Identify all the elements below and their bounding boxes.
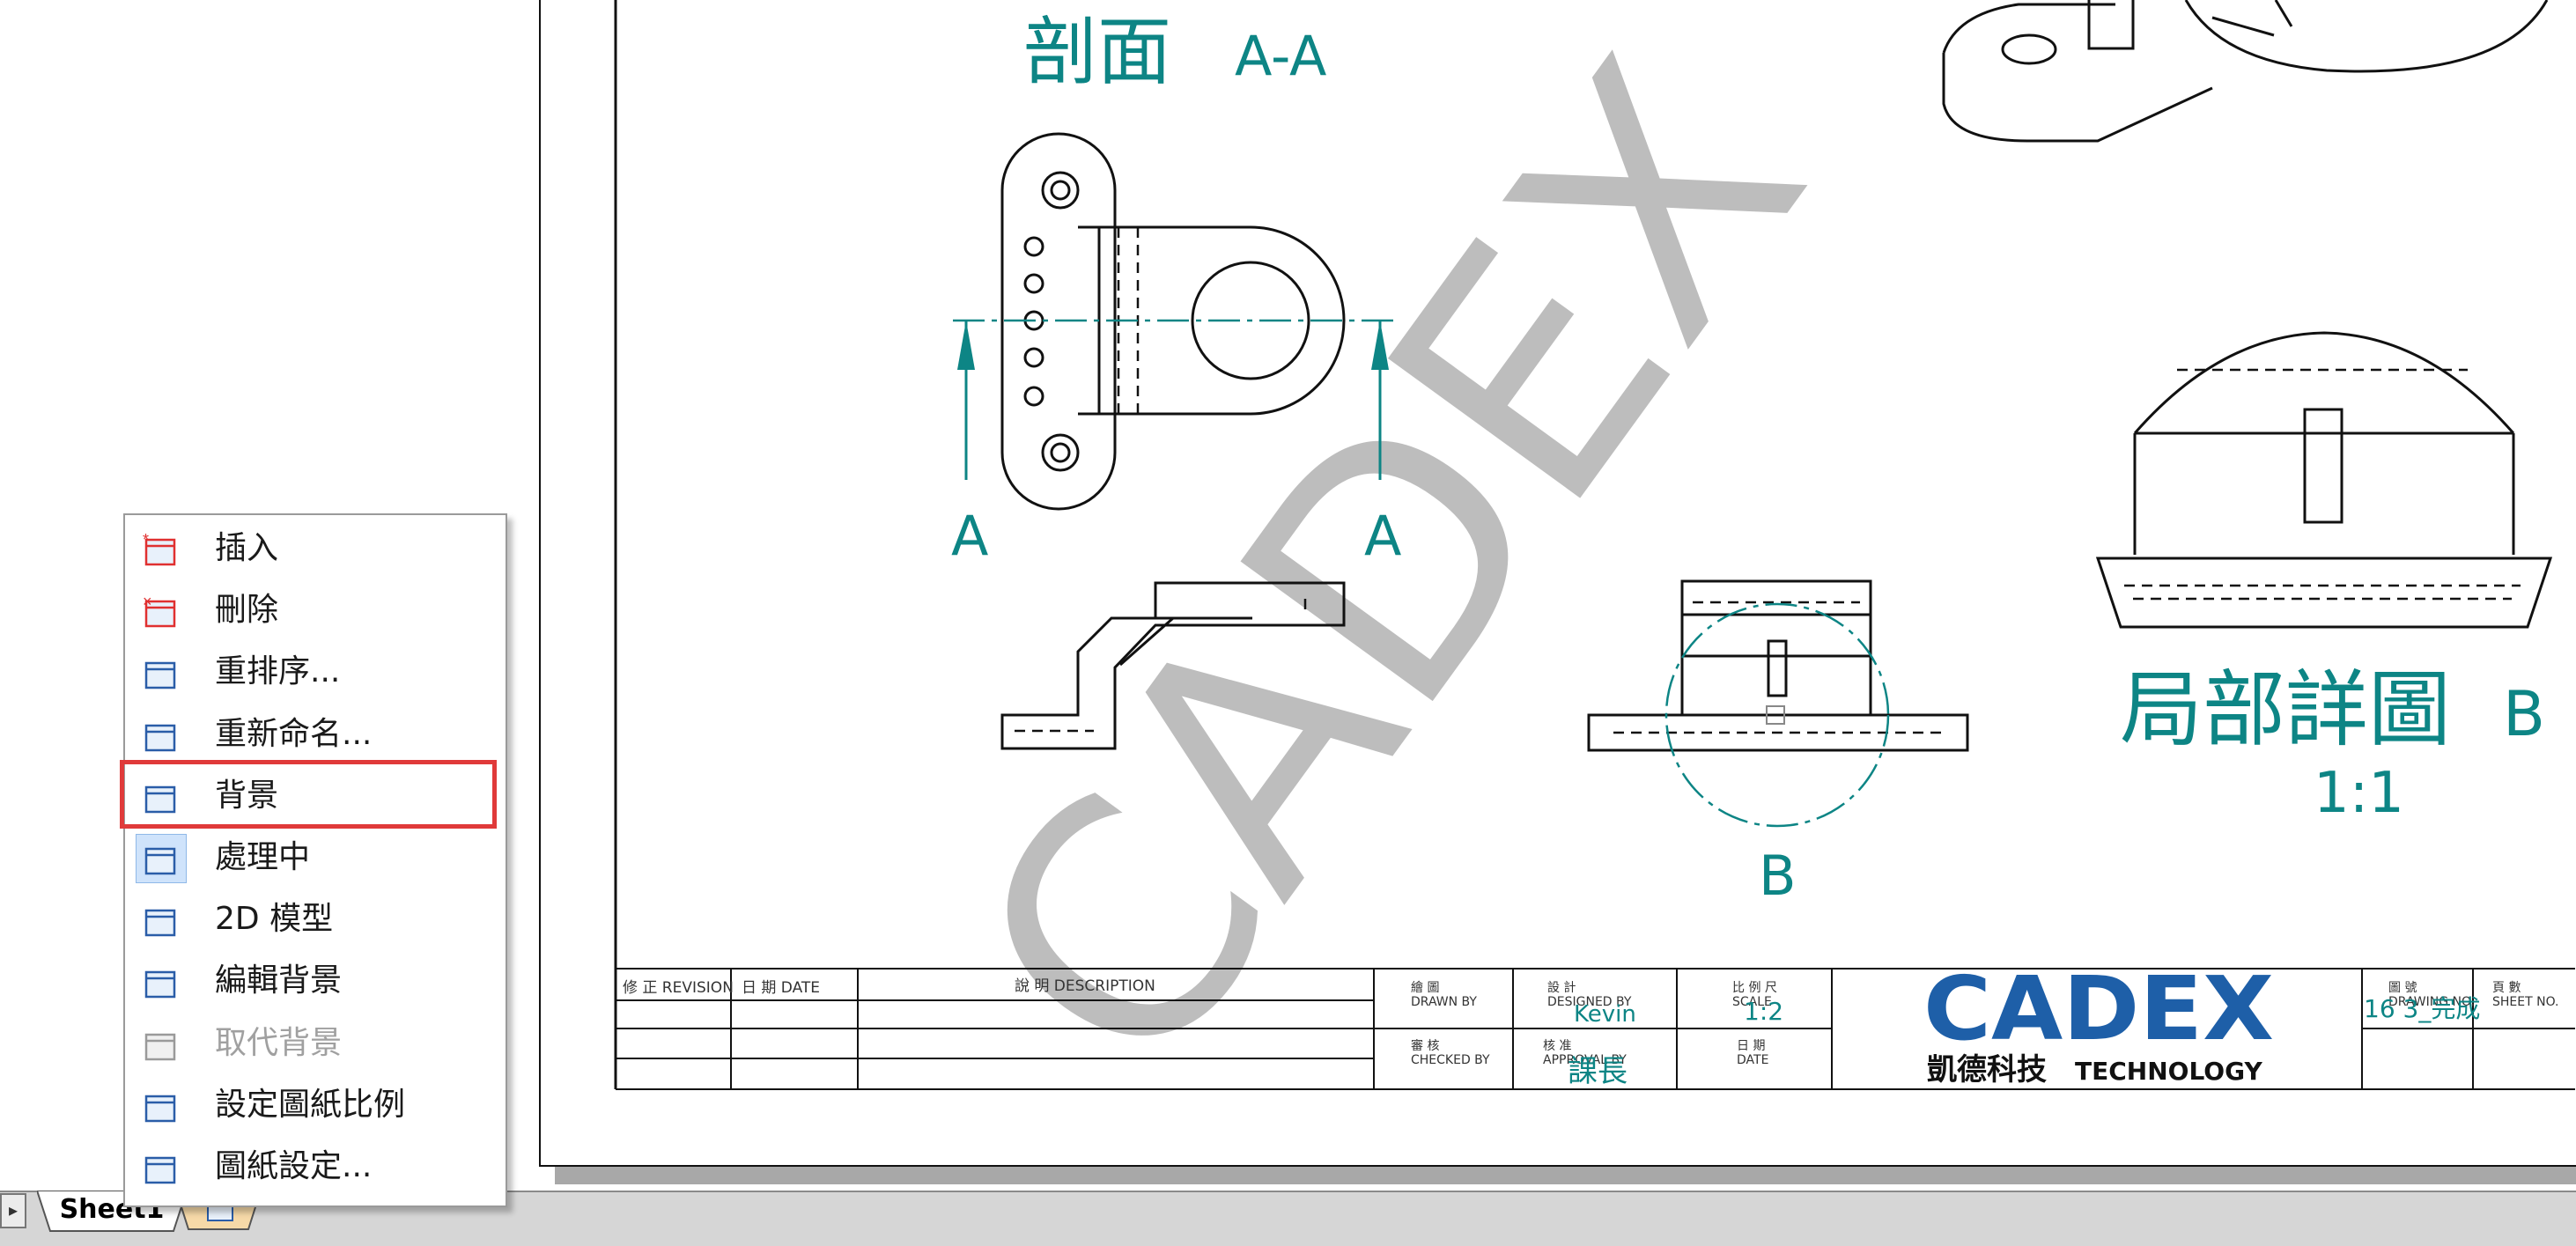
menu-item-label: 取代背景	[215, 1024, 343, 1061]
menu-item-label: 圖紙設定...	[215, 1148, 373, 1184]
menu-item-label: 刪除	[215, 592, 279, 629]
isometric-view[interactable]	[1942, 0, 2549, 143]
menu-item-label: 2D 模型	[215, 901, 334, 938]
menu-item-2[interactable]: × 刪除	[127, 581, 500, 639]
detail-title: 局部詳圖	[2120, 662, 2451, 758]
detail-circle-label: B	[1759, 844, 1797, 908]
drawing-canvas: .k { stroke:#111; stroke-width:3; fill:n…	[614, 0, 2575, 1137]
section-title: 剖面	[1023, 9, 1171, 95]
menu-item-label: 處理中	[215, 839, 311, 875]
rename-sheet-icon	[144, 724, 176, 751]
menu-item-label: 背景	[215, 777, 279, 814]
menu-item-label: 重排序...	[215, 653, 341, 690]
2d-model-sheet-icon	[144, 909, 176, 937]
reorder-sheet-icon	[144, 662, 176, 689]
menu-item-6[interactable]: 處理中	[127, 829, 500, 887]
side-view[interactable]	[1000, 581, 1346, 750]
title-block[interactable]	[616, 968, 2575, 1090]
detail-view-b[interactable]	[2095, 331, 2553, 629]
cut-label-right: A	[1364, 504, 1401, 568]
company-logo: CADEX	[1923, 957, 2274, 1060]
svg-text:*: *	[143, 533, 149, 549]
company-name-en: TECHNOLOGY	[2075, 1057, 2262, 1086]
menu-item-10[interactable]: 設定圖紙比例	[127, 1076, 500, 1134]
insert-sheet-icon: *	[143, 533, 176, 566]
menu-item-5[interactable]: 背景	[127, 767, 500, 825]
detail-scale: 1:1	[2314, 761, 2404, 826]
edit-background-icon	[144, 971, 176, 999]
menu-item-11[interactable]: 圖紙設定...	[127, 1138, 500, 1196]
sheet-context-menu	[123, 513, 507, 1207]
svg-text:×: ×	[143, 594, 152, 610]
menu-item-label: 重新命名...	[215, 715, 373, 752]
company-name-cn: 凱德科技	[1927, 1052, 2047, 1087]
menu-item-9: 取代背景	[127, 1014, 500, 1073]
section-label: A-A	[1235, 24, 1326, 88]
designed-by-value: Kevin	[1574, 1001, 1636, 1028]
menu-item-7[interactable]: 2D 模型	[127, 890, 500, 948]
drawing-sheet[interactable]: .k { stroke:#111; stroke-width:3; fill:n…	[539, 0, 2576, 1167]
watermark-text: CADEX	[905, 0, 1876, 1137]
section-view-a-a[interactable]	[953, 132, 1400, 511]
cut-label-left: A	[951, 504, 988, 568]
menu-item-3[interactable]: 重排序...	[127, 643, 500, 701]
front-view[interactable]	[1587, 579, 1969, 828]
menu-item-label: 插入	[215, 530, 279, 566]
menu-item-4[interactable]: 重新命名...	[127, 705, 500, 763]
scale-value: 1:2	[1744, 997, 1783, 1026]
background-sheet-icon	[144, 785, 176, 814]
drawing-no-value: 16 3_完成	[2364, 994, 2480, 1023]
approval-by-value: 課長	[1568, 1054, 1628, 1089]
working-sheet-icon	[144, 847, 176, 875]
background-item-highlight	[120, 760, 497, 829]
menu-item-1[interactable]: * 插入	[127, 520, 500, 578]
set-sheet-scale-icon	[144, 1095, 176, 1123]
date-header: 日 期 DATE	[742, 979, 820, 997]
detail-label: B	[2503, 678, 2545, 750]
delete-sheet-icon: ×	[143, 594, 176, 628]
menu-item-8[interactable]: 編輯背景	[127, 952, 500, 1010]
menu-item-label: 設定圖紙比例	[215, 1086, 406, 1123]
tab-scroll-right-button[interactable]: ▸	[0, 1193, 26, 1228]
sheet-setup-icon	[144, 1156, 176, 1184]
revision-header: 修 正 REVISION	[623, 979, 734, 997]
description-header: 說 明 DESCRIPTION	[1015, 977, 1155, 995]
replace-background-icon	[144, 1033, 176, 1060]
menu-item-label: 編輯背景	[215, 962, 343, 999]
